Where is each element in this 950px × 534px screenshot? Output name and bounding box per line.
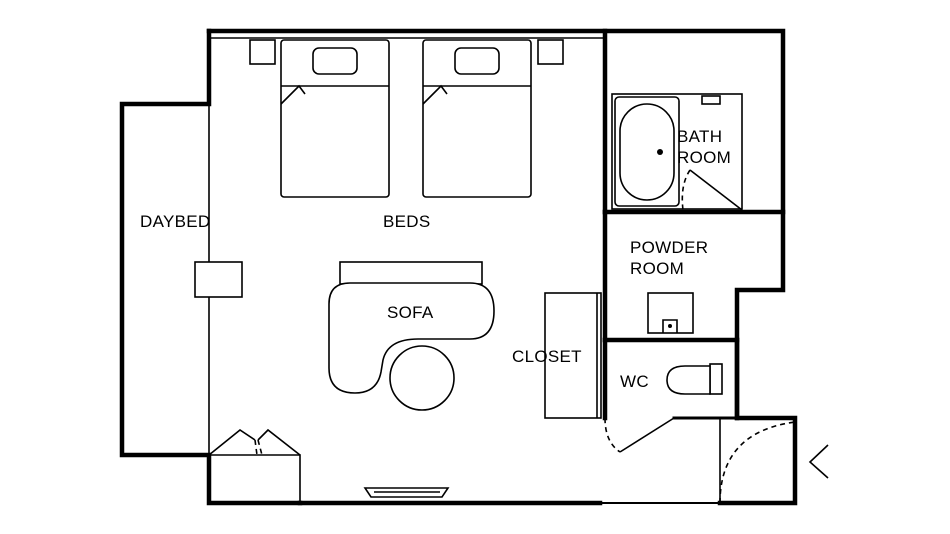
label-wc: WC: [620, 372, 649, 391]
sofa-group: [328, 261, 495, 411]
label-daybed: DAYBED: [140, 212, 210, 231]
label-bath-line2: ROOM: [677, 148, 731, 167]
bottom-window: [363, 487, 450, 498]
nightstand-left: [249, 39, 276, 65]
toilet-tank: [709, 363, 723, 395]
label-powder-line1: POWDER: [630, 238, 708, 257]
nightstand-right: [537, 39, 564, 65]
toilet-bowl: [666, 365, 711, 395]
bed-left: [280, 39, 390, 198]
label-beds: BEDS: [383, 212, 431, 231]
sofa-back: [339, 261, 483, 285]
interior-walls: [602, 28, 786, 421]
beds: [209, 37, 605, 198]
side-table: [194, 261, 243, 298]
shower-fixture: [701, 95, 721, 105]
sofa: [328, 282, 495, 394]
daybed-window: [194, 104, 243, 455]
coffee-table: [389, 345, 455, 411]
bed-right: [422, 39, 532, 198]
label-powder-line2: ROOM: [630, 259, 684, 278]
entry-door: [719, 418, 829, 504]
label-bath-line1: BATH: [677, 127, 722, 146]
powder-room: [647, 292, 694, 334]
entry-arrow-icon: [808, 444, 829, 479]
closet: [544, 292, 602, 419]
corner-cabinet: [208, 428, 301, 503]
faucet-icon: [668, 324, 672, 328]
drain-icon: [657, 149, 663, 155]
wc: [604, 363, 723, 453]
bathroom: [611, 93, 743, 211]
label-sofa: SOFA: [387, 303, 434, 322]
label-closet: CLOSET: [512, 347, 582, 366]
